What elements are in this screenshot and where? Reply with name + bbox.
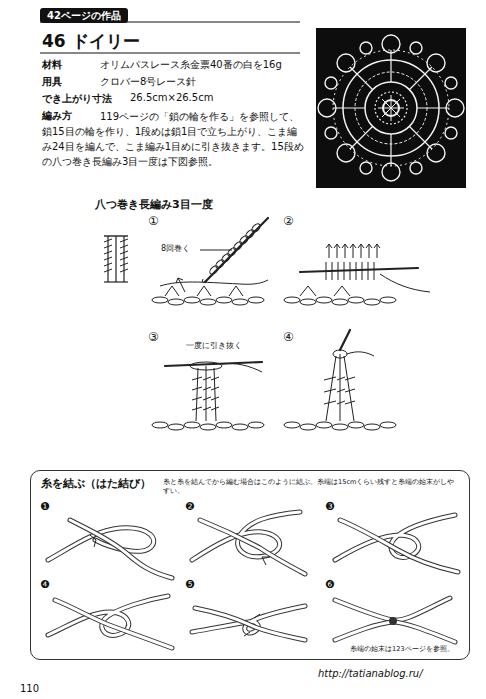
spec-label: 編み方	[42, 109, 72, 123]
instructions: 119ページの「鎖の輪を作る」を参照して、鎖15目の輪を作り、1段めは鎖1目で立…	[42, 109, 304, 169]
step-number: ❸	[325, 500, 335, 513]
spec-value: 26.5cm×26.5cm	[130, 92, 213, 103]
callout-text: 一度に引き抜く	[185, 340, 243, 351]
spec-label: でき上がり寸法	[42, 92, 112, 106]
spec-value: クロバー8号レース針	[100, 75, 196, 89]
step-number: ②	[283, 214, 294, 228]
page-title: 46 ドイリー	[42, 30, 140, 53]
spec-label: 材料	[42, 58, 62, 72]
step-number: ④	[283, 330, 294, 344]
step-number: ❷	[185, 500, 195, 513]
box-heading: 糸を結ぶ（はた結び）	[41, 476, 151, 491]
callout-text: 8回巻く	[160, 243, 191, 254]
step-number: ①	[148, 214, 159, 228]
box-note: 糸と糸を結んでから編む場合はこのように結ぶ。糸端は15cmくらい残すと糸端の始末…	[163, 478, 459, 496]
spec-label: 用具	[42, 75, 62, 89]
watermark: http://tatianablog.ru/	[318, 668, 423, 679]
section-heading: 八つ巻き長編み3目一度	[95, 197, 213, 212]
note-text: 糸端の始末は123ページを参照。	[350, 645, 454, 654]
section-tag: 42ページの作品	[40, 8, 128, 23]
step-number: ❹	[40, 578, 50, 591]
step-number: ❶	[40, 500, 50, 513]
page-number: 110	[20, 683, 39, 694]
step-number: ❻	[325, 578, 335, 591]
spec-value: オリムパスレース糸金票40番の白を16g	[100, 58, 282, 72]
tag-text: 42ページの作品	[47, 10, 121, 21]
step-number: ③	[148, 330, 159, 344]
note-box: 糸を結ぶ（はた結び） 糸と糸を結んでから編む場合はこのように結ぶ。糸端は15cmく…	[30, 470, 470, 660]
step-number: ❺	[185, 578, 195, 591]
